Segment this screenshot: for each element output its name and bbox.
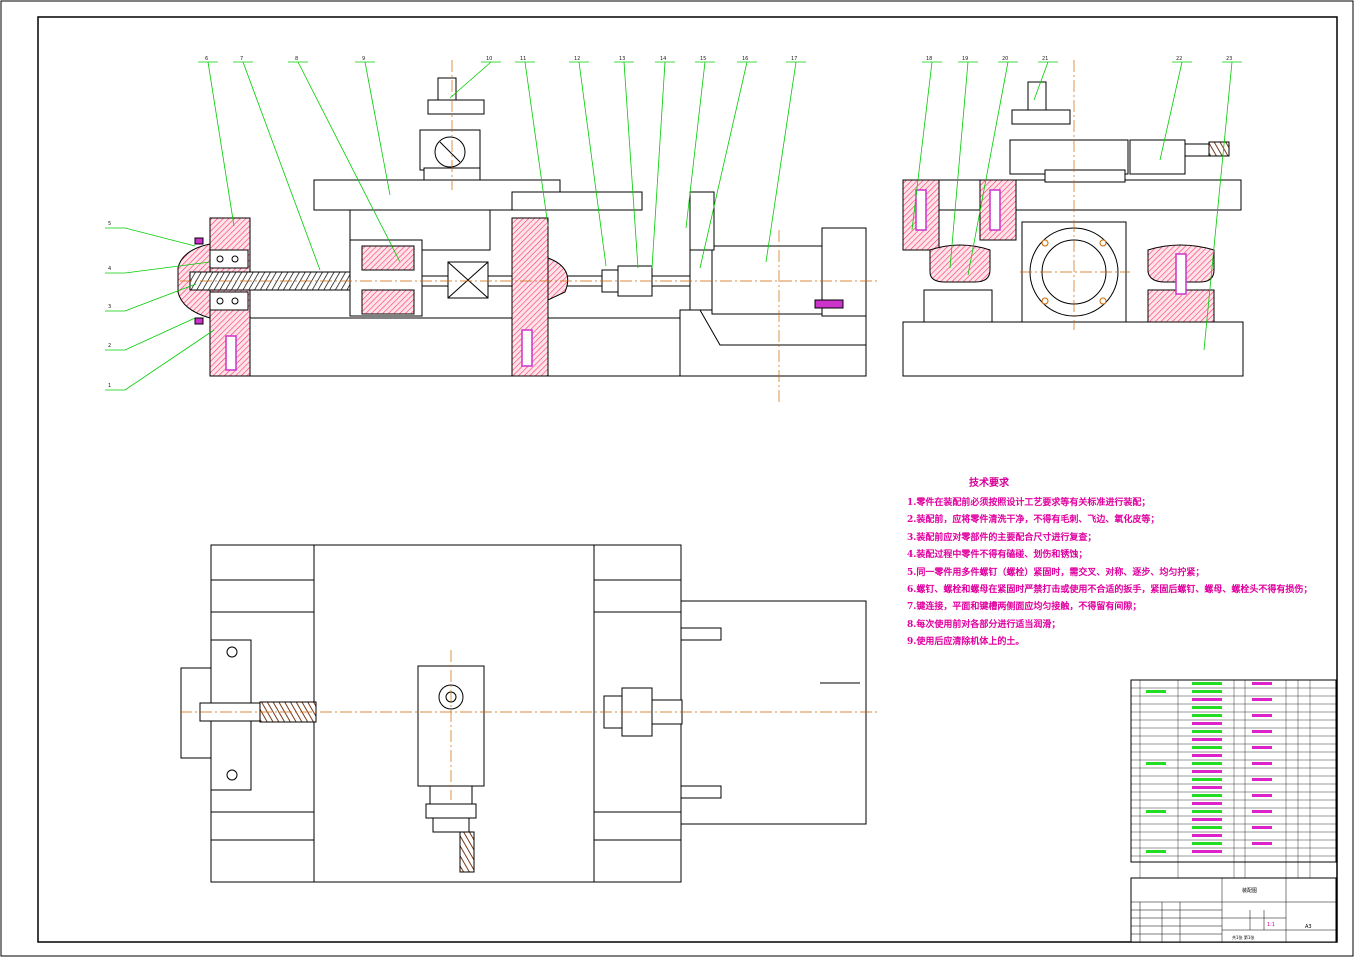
scale-value: 1:1 (1267, 922, 1275, 928)
requirement-item: 3.装配前应对零部件的主要配合尺寸进行复查； (907, 532, 1097, 543)
inner-border (37, 16, 1338, 943)
balloon-11: 11 (520, 56, 526, 62)
balloon-17: 17 (791, 56, 797, 62)
side-view (902, 60, 1244, 377)
balloon-16: 16 (742, 56, 748, 62)
technical-requirements: 技术要求 1.零件在装配前必须按照设计工艺要求等有关标准进行装配； 2.装配前，… (907, 474, 1347, 652)
sheet-size: A3 (1305, 924, 1312, 930)
requirement-item: 5.同一零件用多件螺钉（螺栓）紧固时，需交叉、对称、逐步、均匀拧紧； (907, 567, 1205, 578)
balloon-12: 12 (574, 56, 580, 62)
balloon-13: 13 (619, 56, 625, 62)
balloon-numbers-right: 18 19 20 21 22 23 (926, 56, 1232, 62)
balloon-5: 5 (108, 221, 111, 227)
top-view (180, 544, 880, 883)
balloon-4: 4 (108, 266, 111, 272)
balloon-23: 23 (1226, 56, 1232, 62)
balloon-20: 20 (1002, 56, 1008, 62)
balloon-14: 14 (660, 56, 666, 62)
front-view (177, 60, 880, 405)
requirement-item: 7.键连接，平面和键槽两侧面应均匀接触，不得留有间隙； (907, 602, 1142, 613)
balloon-8: 8 (295, 56, 298, 62)
balloon-15: 15 (700, 56, 706, 62)
requirement-item: 4.装配过程中零件不得有磕碰、划伤和锈蚀； (907, 550, 1088, 561)
requirement-item: 6.螺钉、螺栓和螺母在紧固时严禁打击或使用不合适的扳手，紧固后螺钉、螺母、螺栓头… (907, 584, 1313, 595)
balloon-21: 21 (1042, 56, 1048, 62)
balloon-9: 9 (362, 56, 365, 62)
handle-grip-top (459, 831, 475, 873)
requirement-item: 2.装配前，应将零件清洗干净，不得有毛刺、飞边、氧化皮等； (907, 515, 1160, 526)
balloon-7: 7 (240, 56, 243, 62)
balloon-19: 19 (962, 56, 968, 62)
leader-lines (105, 61, 1242, 391)
balloon-3: 3 (108, 304, 111, 310)
handle-grip (1208, 141, 1230, 157)
parts-list (1130, 679, 1337, 878)
balloon-numbers-top: 6 7 8 9 10 11 12 13 14 15 16 17 (205, 56, 797, 62)
balloon-6: 6 (205, 56, 208, 62)
balloon-numbers-left: 5 4 3 2 1 (108, 221, 111, 389)
requirements-title: 技术要求 (969, 478, 1009, 489)
title-block: 装配图 1:1 A3 共1张 第1张 (1130, 877, 1337, 943)
requirement-item: 9.使用后应清除机体上的土。 (907, 637, 1025, 648)
balloon-1: 1 (108, 383, 111, 389)
requirement-item: 8.每次使用前对各部分进行适当润滑； (907, 619, 1061, 630)
balloon-22: 22 (1176, 56, 1182, 62)
requirement-item: 1.零件在装配前必须按照设计工艺要求等有关标准进行装配； (907, 498, 1151, 508)
balloon-10: 10 (486, 56, 492, 62)
balloon-18: 18 (926, 56, 932, 62)
balloon-2: 2 (108, 343, 111, 349)
drawing-name: 装配图 (1242, 887, 1257, 894)
sheet-count: 共1张 第1张 (1232, 934, 1254, 940)
